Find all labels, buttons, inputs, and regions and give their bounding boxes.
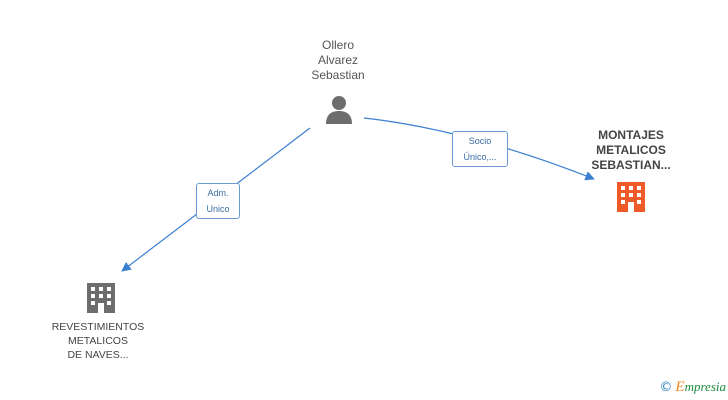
person-label-line: Sebastian xyxy=(311,68,365,82)
person-node-label: Ollero Alvarez Sebastian xyxy=(296,38,380,83)
person-icon[interactable] xyxy=(324,94,354,124)
company-main-label-line: METALICOS xyxy=(596,143,666,157)
edge-label-line: Unico xyxy=(206,204,230,214)
person-label-line: Ollero xyxy=(321,38,354,52)
copyright-icon: © xyxy=(659,380,673,395)
brand-initial: E xyxy=(675,379,685,395)
brand-name-rest: mpresia xyxy=(684,379,726,394)
person-label-line: Alvarez xyxy=(317,53,358,67)
edge-label-line: Socio xyxy=(468,136,492,146)
building-icon[interactable] xyxy=(85,281,117,315)
company-main-label-line: SEBASTIAN... xyxy=(591,158,671,172)
company-main-node-label[interactable]: MONTAJES METALICOS SEBASTIAN... xyxy=(576,128,686,173)
company-bottom-label-line: REVESTIMIENTOS xyxy=(51,321,145,333)
company-bottom-label-line: METALICOS xyxy=(68,335,128,347)
edge-label-adm-unico[interactable]: Adm. Unico xyxy=(196,183,240,219)
edge-label-line: Único,... xyxy=(463,152,497,162)
edge-label-line: Adm. xyxy=(207,188,229,198)
empresia-logo[interactable]: ©Empresia xyxy=(659,379,726,396)
company-bottom-label-line: DE NAVES... xyxy=(67,349,129,361)
company-main-label-line: MONTAJES xyxy=(598,128,664,142)
building-icon[interactable] xyxy=(615,180,647,214)
edge-label-socio-unico[interactable]: Socio Único,... xyxy=(452,131,508,167)
company-bottom-node-label[interactable]: REVESTIMIENTOS METALICOS DE NAVES... xyxy=(40,320,156,362)
